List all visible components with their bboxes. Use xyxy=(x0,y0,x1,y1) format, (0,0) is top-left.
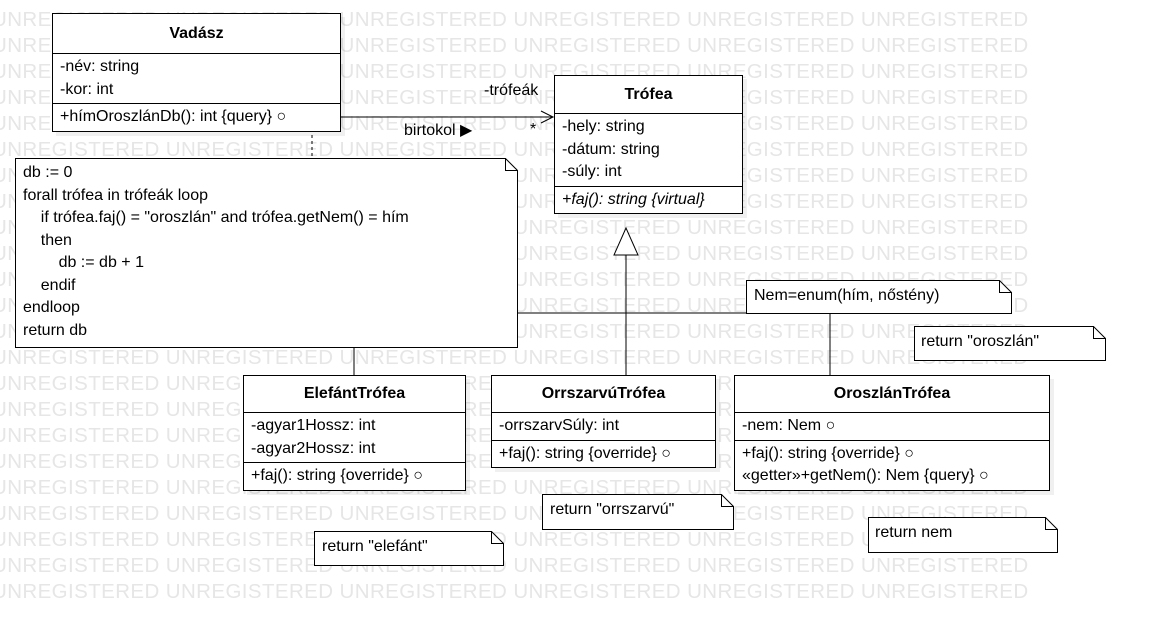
operation: +faj(): string {override} ○ xyxy=(499,444,671,462)
note-shape xyxy=(15,158,518,348)
attribute: -agyar2Hossz: int xyxy=(251,439,376,457)
note-line: endif xyxy=(23,276,76,294)
attribute: -orrszarvSúly: int xyxy=(499,417,620,434)
note-line: endloop xyxy=(23,299,80,316)
class-name: OroszlánTrófea xyxy=(735,376,1049,413)
association-role-label: -trófeák xyxy=(484,82,539,99)
note-return-orrszarvu[interactable]: return "orrszarvú" xyxy=(542,494,734,530)
note-shape xyxy=(746,280,1012,314)
class-trofea[interactable]: Trófea -hely: string -dátum: string -súl… xyxy=(554,75,743,214)
operations-section: +faj(): string {virtual} xyxy=(555,187,742,214)
attribute: -kor: int xyxy=(60,80,114,98)
note-return-nem[interactable]: return nem xyxy=(868,517,1058,553)
attributes-section: -agyar1Hossz: int -agyar2Hossz: int xyxy=(244,413,465,463)
note-shape xyxy=(314,531,504,566)
class-elefant-trofea[interactable]: ElefántTrófea -agyar1Hossz: int -agyar2H… xyxy=(243,375,466,491)
operations-section: +hímOroszlánDb(): int {query} ○ xyxy=(53,104,340,131)
attributes-section: -orrszarvSúly: int xyxy=(492,413,715,441)
note-return-elefant[interactable]: return "elefánt" xyxy=(314,531,504,566)
operations-section: +faj(): string {override} ○ xyxy=(244,463,465,490)
attributes-section: -hely: string -dátum: string -súly: int xyxy=(555,114,742,187)
note-shape xyxy=(914,326,1106,361)
association-name-label: birtokol ▶ xyxy=(404,122,473,139)
association-multiplicity: * xyxy=(530,121,537,138)
operation: +faj(): string {virtual} xyxy=(562,190,705,208)
note-text: return "elefánt" xyxy=(322,538,428,555)
note-line: then xyxy=(23,231,72,249)
attribute: -súly: int xyxy=(562,163,622,180)
operations-section: +faj(): string {override} ○ «getter»+get… xyxy=(735,441,1049,490)
note-return-oroszlan[interactable]: return "oroszlán" xyxy=(914,326,1106,361)
operation: +faj(): string {override} ○ xyxy=(742,444,914,462)
note-line: return db xyxy=(23,321,88,339)
class-vadasz[interactable]: Vadász -név: string -kor: int +hímOroszl… xyxy=(52,13,341,132)
operations-section: +faj(): string {override} ○ xyxy=(492,441,715,468)
class-oroszlan-trofea[interactable]: OroszlánTrófea -nem: Nem ○ +faj(): strin… xyxy=(734,375,1050,491)
generalization-triangle xyxy=(613,226,639,256)
class-name: Trófea xyxy=(555,76,742,114)
operation: +hímOroszlánDb(): int {query} ○ xyxy=(60,108,287,125)
note-algorithm[interactable]: db := 0 forall trófea in trófeák loop if… xyxy=(15,158,518,348)
attribute: -nem: Nem ○ xyxy=(742,417,836,434)
attribute: -dátum: string xyxy=(562,140,660,158)
note-text: return nem xyxy=(875,524,953,541)
attribute: -agyar1Hossz: int xyxy=(251,417,376,434)
operation: +faj(): string {override} ○ xyxy=(251,467,423,484)
attributes-section: -név: string -kor: int xyxy=(53,54,340,104)
association-arrowhead xyxy=(540,110,555,124)
note-shape xyxy=(868,517,1058,553)
attribute: -név: string xyxy=(60,58,140,75)
class-orrszarvu-trofea[interactable]: OrrszarvúTrófea -orrszarvSúly: int +faj(… xyxy=(491,375,716,468)
class-name: ElefántTrófea xyxy=(244,376,465,413)
operation: «getter»+getNem(): Nem {query} ○ xyxy=(742,467,989,484)
note-line: db := db + 1 xyxy=(23,254,144,271)
note-shape xyxy=(542,494,734,530)
note-line: if trófea.faj() = "oroszlán" and trófea.… xyxy=(23,209,409,226)
note-enum[interactable]: Nem=enum(hím, nőstény) xyxy=(746,280,1012,314)
note-text: return "oroszlán" xyxy=(921,333,1040,350)
attributes-section: -nem: Nem ○ xyxy=(735,413,1049,441)
attribute: -hely: string xyxy=(562,118,645,135)
note-line: db := 0 xyxy=(23,164,73,181)
class-name: Vadász xyxy=(53,14,340,54)
note-line: forall trófea in trófeák loop xyxy=(23,186,208,204)
note-text: return "orrszarvú" xyxy=(550,501,675,518)
class-name: OrrszarvúTrófea xyxy=(492,376,715,413)
note-text: Nem=enum(hím, nőstény) xyxy=(754,287,940,304)
